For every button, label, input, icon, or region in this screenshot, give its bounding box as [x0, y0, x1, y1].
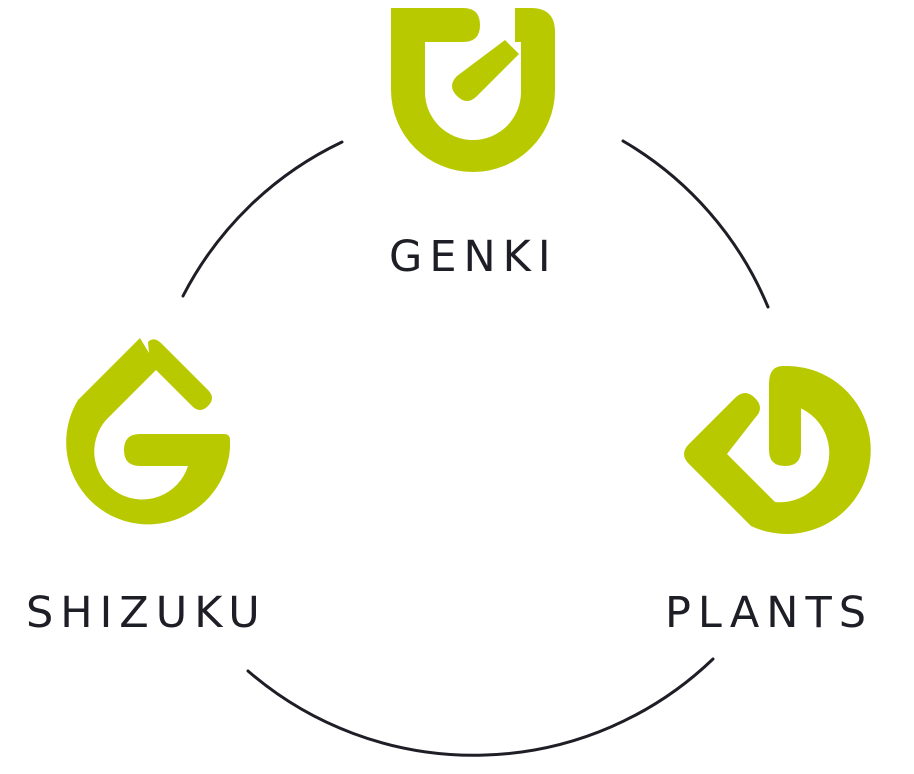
- shizuku-label: SHIZUKU: [26, 588, 267, 638]
- arc-top-right: [621, 139, 770, 309]
- arc-top-left: [181, 140, 344, 298]
- shizuku-logo-icon: [66, 338, 231, 525]
- plants-logo-icon: [684, 365, 871, 534]
- genki-label: GENKI: [389, 232, 558, 282]
- genki-logo-icon: [391, 8, 555, 173]
- plants-label: PLANTS: [665, 588, 874, 638]
- arc-bottom: [246, 657, 715, 757]
